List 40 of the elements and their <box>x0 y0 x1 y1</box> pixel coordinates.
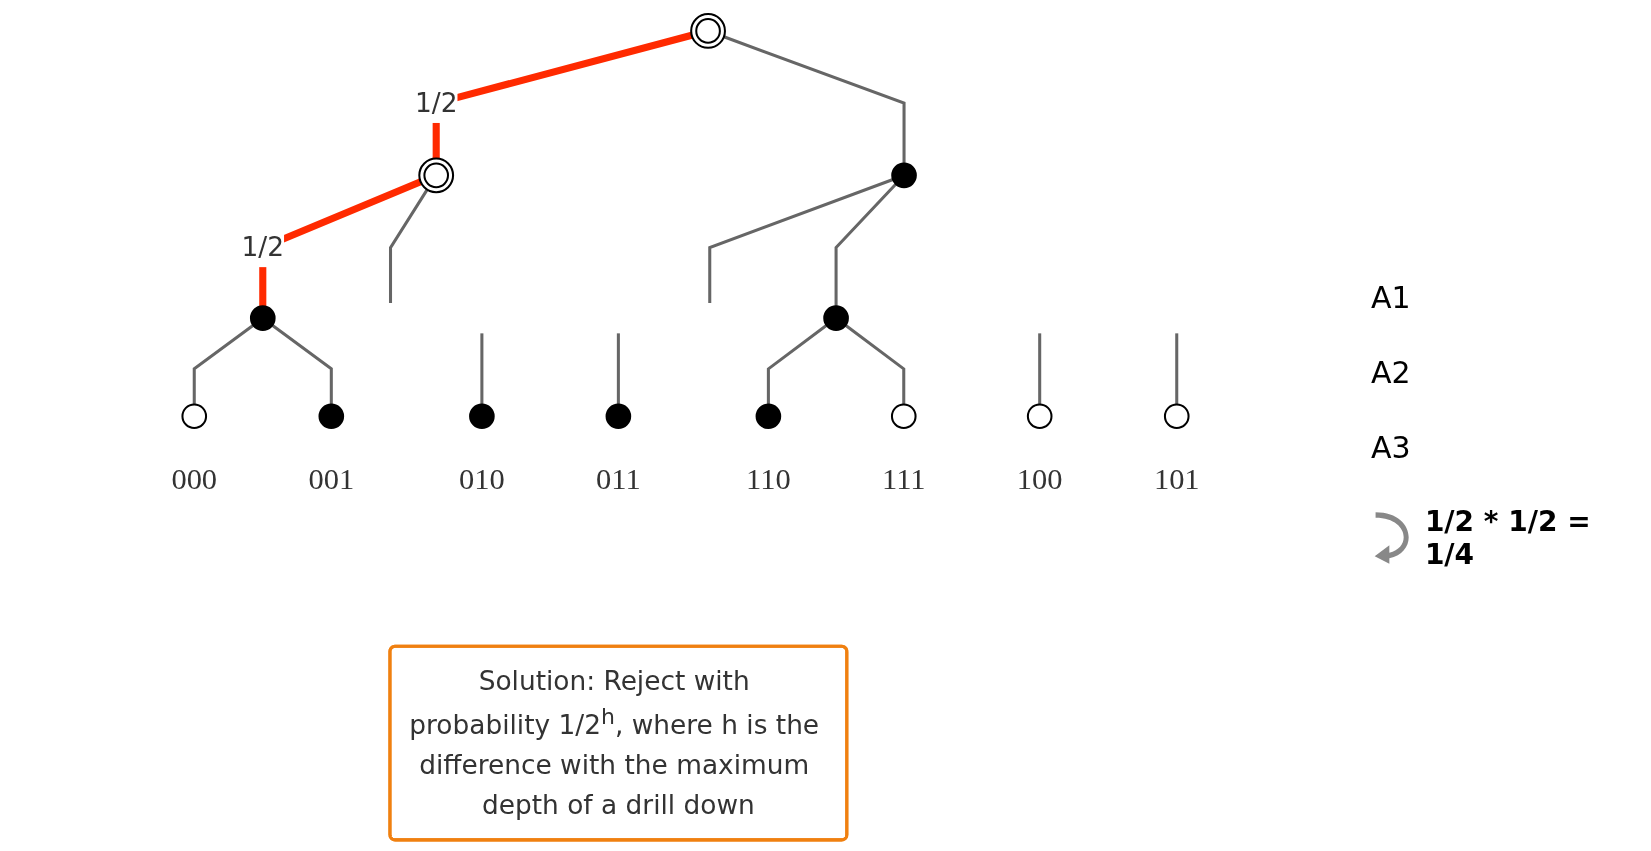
node-circle <box>1026 403 1053 430</box>
node-circle <box>890 403 917 430</box>
node-circle <box>181 403 208 430</box>
connector <box>1175 333 1179 405</box>
connector <box>616 333 620 405</box>
node-label: 011 <box>596 461 641 495</box>
connector <box>834 182 898 307</box>
edge-label: 1/2 <box>414 87 458 118</box>
node-label: 101 <box>1153 461 1200 495</box>
connector <box>708 178 894 303</box>
level-label: A2 <box>1371 355 1412 390</box>
connector <box>389 188 429 303</box>
level-label: A1 <box>1371 280 1412 315</box>
node-label: 000 <box>171 461 218 495</box>
node-circle <box>605 403 632 430</box>
node-label: 001 <box>308 461 355 495</box>
node-circle <box>249 305 276 331</box>
connector <box>271 323 333 405</box>
node-circle <box>755 403 782 430</box>
connector <box>432 31 693 159</box>
node-circle <box>418 157 455 194</box>
connector <box>480 333 484 405</box>
node-circle <box>469 403 495 430</box>
node-circle <box>318 403 345 430</box>
node-circle <box>823 305 849 331</box>
connector <box>766 324 828 405</box>
node-label: 010 <box>459 461 505 495</box>
connector <box>192 323 255 405</box>
node-label: 100 <box>1016 461 1063 495</box>
edge-label: 1/2 <box>241 231 285 263</box>
level-label: A3 <box>1371 430 1412 465</box>
connector <box>723 35 906 164</box>
node-circle <box>891 162 917 189</box>
node-label: 110 <box>746 461 791 495</box>
connector <box>1038 333 1042 405</box>
connector <box>844 324 906 405</box>
formula-text: 1/2 * 1/2 = 1/4 <box>1424 505 1592 571</box>
node-circle <box>1163 403 1190 430</box>
node-circle <box>690 13 726 49</box>
node-label: 111 <box>882 461 926 495</box>
